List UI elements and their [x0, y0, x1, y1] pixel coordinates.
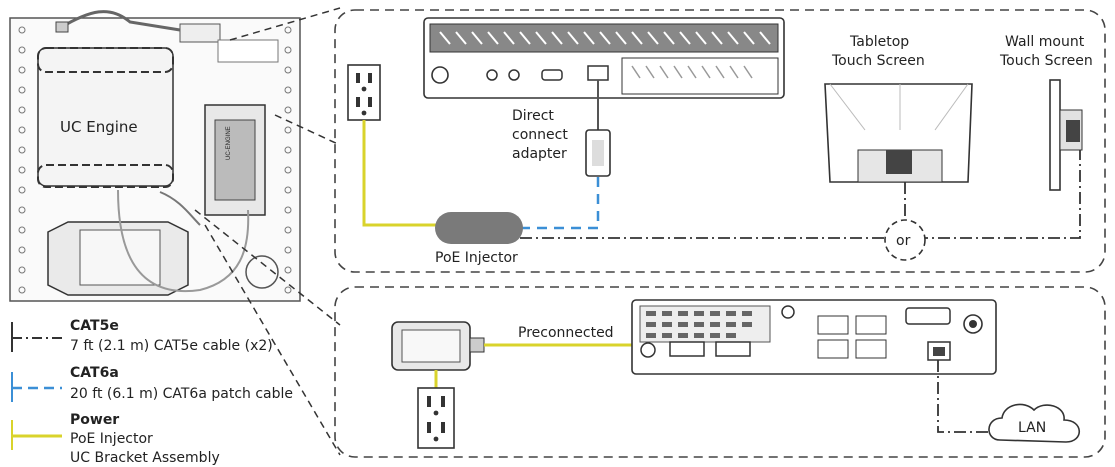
poe-injector-label: PoE Injector	[435, 250, 518, 266]
legend-swatches	[11, 322, 62, 450]
tabletop-label-2: Touch Screen	[831, 53, 925, 69]
poe-injector: PoE Injector	[435, 212, 523, 266]
uc-engine-front	[423, 17, 785, 99]
wallmount-label-1: Wall mount	[1005, 34, 1085, 50]
outlet-top	[347, 64, 381, 121]
outlet-bottom	[417, 387, 455, 449]
tabletop-touch-screen: Tabletop Touch Screen	[824, 34, 973, 183]
uc-engine-label: UC Engine	[60, 118, 138, 136]
legend-cat5e-desc: 7 ft (2.1 m) CAT5e cable (x2)	[70, 338, 273, 354]
zoom-connector-lines	[194, 7, 341, 456]
lan-cloud-icon: LAN	[988, 403, 1081, 443]
legend-cat6a-title: CAT6a	[70, 365, 119, 381]
uc-engine-rear	[631, 299, 997, 375]
preconnected-label: Preconnected	[518, 325, 614, 341]
svg-text:UC-ENGINE: UC-ENGINE	[226, 126, 232, 160]
legend-power-desc-2: UC Bracket Assembly	[70, 450, 220, 466]
poe-power-brick	[391, 321, 485, 388]
lan-cable	[937, 360, 998, 433]
wall-mount-touch-screen: Wall mount Touch Screen	[999, 34, 1093, 191]
or-choice: or	[884, 219, 926, 261]
bottom-panel	[334, 286, 1106, 458]
legend: CAT5e 7 ft (2.1 m) CAT5e cable (x2) CAT6…	[70, 318, 293, 466]
lan-label: LAN	[1018, 420, 1046, 436]
tabletop-label-1: Tabletop	[849, 34, 909, 50]
or-label: or	[896, 233, 911, 249]
legend-power-title: Power	[70, 412, 119, 428]
legend-power-desc-1: PoE Injector	[70, 431, 153, 447]
direct-label-1: Direct	[512, 108, 554, 124]
direct-connect-adapter: Direct connect adapter	[512, 80, 611, 177]
legend-cat5e-title: CAT5e	[70, 318, 119, 334]
legend-cat6a-desc: 20 ft (6.1 m) CAT6a patch cable	[70, 386, 293, 402]
uc-bracket-assembly: UC Engine UC-ENGINE	[9, 10, 301, 302]
top-panel	[334, 9, 1106, 273]
direct-label-3: adapter	[512, 146, 567, 162]
wallmount-label-2: Touch Screen	[999, 53, 1093, 69]
direct-label-2: connect	[512, 127, 568, 143]
